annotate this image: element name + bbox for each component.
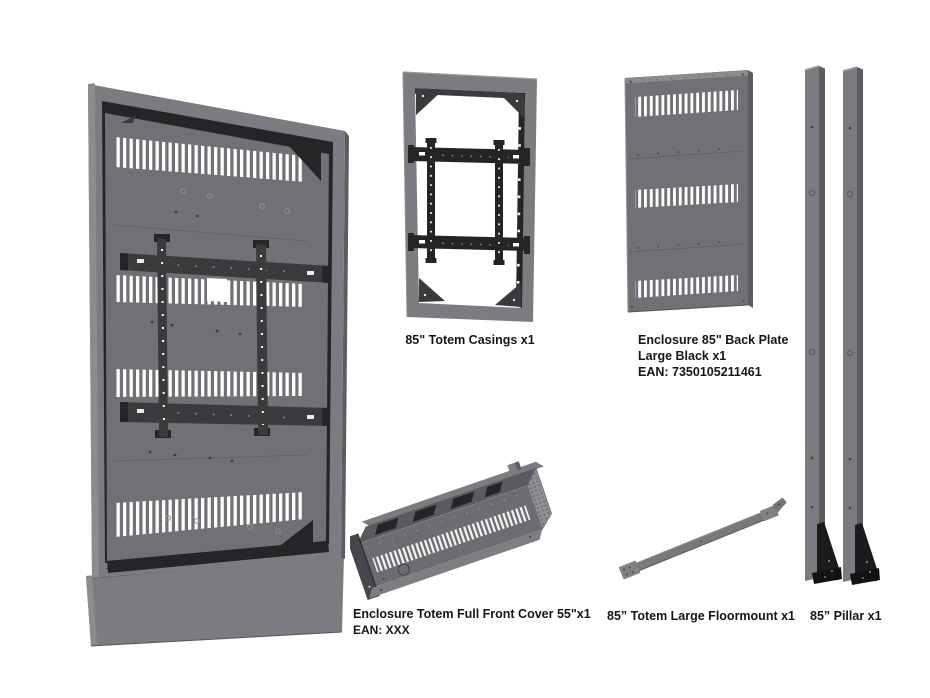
totem-casings-drawing: [402, 71, 538, 322]
front-cover-label: Enclosure Totem Full Front Cover 55"x1 E…: [353, 606, 591, 638]
pillars-illustration: [795, 58, 900, 593]
front-cover-illustration: [346, 455, 595, 605]
front-cover-drawing: [346, 461, 552, 601]
floormount-label: 85” Totem Large Floormount x1: [607, 609, 795, 623]
back-plate-illustration: [615, 62, 760, 322]
back-plate-label-line3: EAN: 7350105211461: [638, 365, 762, 379]
floormount-drawing: [618, 497, 787, 580]
front-cover-label-line1: Enclosure Totem Full Front Cover 55"x1: [353, 607, 591, 621]
assembled-totem-illustration: [45, 75, 355, 650]
totem-casings-illustration: [395, 62, 545, 330]
totem-casings-label: 85" Totem Casings x1: [405, 333, 535, 347]
assembled-totem-drawing: [86, 83, 349, 647]
back-plate-drawing: [624, 70, 753, 313]
pillar-label: 85” Pillar x1: [810, 609, 882, 623]
back-plate-label-line2: Large Black x1: [638, 349, 727, 363]
pillars-drawing: [804, 65, 881, 586]
front-cover-ean: EAN: XXX: [353, 623, 410, 637]
floormount-illustration: [605, 495, 790, 590]
back-plate-label: Enclosure 85" Back Plate Large Black x1 …: [638, 332, 788, 380]
back-plate-label-line1: Enclosure 85" Back Plate: [638, 333, 789, 347]
